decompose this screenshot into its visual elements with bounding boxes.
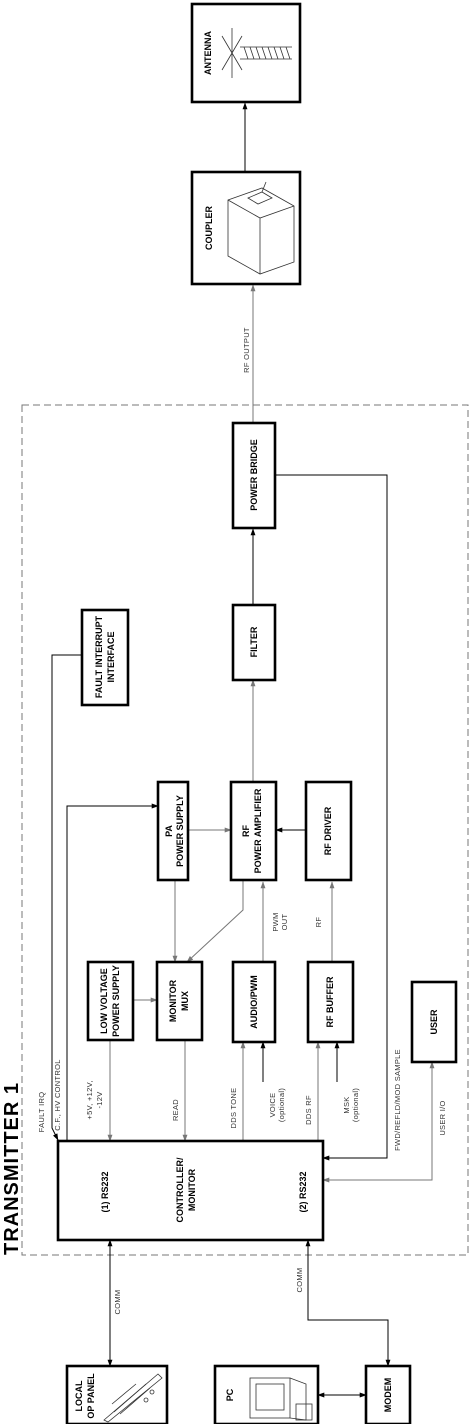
power-bridge-label: POWER BRIDGE (249, 439, 259, 511)
pwm-out-label-1: PWM (271, 912, 280, 931)
pc-block (213, 1364, 320, 1424)
voice-label-1: VOICE (268, 1093, 277, 1118)
antenna-icon (221, 28, 292, 78)
fault-irq-label: FAULT IRQ (37, 1092, 46, 1133)
power-bridge-block (231, 421, 277, 530)
fwd-refld-label: FWD/REFLD/MOD SAMPLE (393, 1049, 402, 1151)
controller-monitor-block (56, 1139, 325, 1242)
antenna-label: ANTENNA (203, 31, 213, 75)
hv-control-wire (66, 803, 159, 1143)
pa-power-supply-block (156, 780, 190, 882)
coupler-label: COUPLER (204, 206, 214, 251)
supply-label-2: -12V (95, 1091, 104, 1108)
read-label: READ (171, 1099, 180, 1121)
rf-power-amplifier-block (229, 780, 278, 882)
rf-output-label: RF OUTPUT (242, 327, 251, 373)
rs232-port-1-label: (1) RS232 (100, 1171, 110, 1212)
controller-label-1: CONTROLLER/ (175, 1157, 185, 1222)
fault-interrupt-block (80, 608, 130, 707)
user-io-label: USER I/O (438, 1100, 447, 1135)
cf-hv-control-label: C.F., HV CONTROL (53, 1059, 62, 1130)
local-op-panel-label-1: LOCAL (74, 1380, 84, 1411)
pc-icon (249, 1377, 313, 1421)
rf-driver-block (304, 780, 353, 882)
user-io-wire (322, 1061, 435, 1183)
pa-power-supply-label-1: PA (164, 825, 174, 837)
dds-rf-label: DDS RF (304, 1095, 313, 1125)
pwm-out-label-2: OUT (280, 914, 289, 931)
fault-interrupt-label-1: FAULT INTERRUPT (94, 615, 104, 698)
audio-pwm-block (231, 960, 277, 1044)
comm-2-label: COMM (295, 1268, 304, 1293)
audio-pwm-label: AUDIO/PWM (249, 975, 259, 1029)
fault-interrupt-label-2: INTERFACE (106, 631, 116, 682)
low-voltage-block (86, 960, 135, 1042)
modem-label: MODEM (383, 1378, 393, 1413)
comm-2-wire (305, 1239, 391, 1367)
modem-block (364, 1364, 412, 1424)
transmitter-title: TRANSMITTER 1 (1, 1082, 23, 1255)
msk-label-2: (optional) (351, 1088, 360, 1122)
user-block (410, 980, 458, 1064)
low-voltage-label-1: LOW VOLTAGE (99, 968, 109, 1034)
op-panel-icon (103, 1373, 163, 1423)
transmitter-boundary (21, 404, 469, 1256)
rf-power-amplifier-label-1: RF (241, 825, 251, 837)
amp-to-mux-wire (186, 880, 244, 963)
filter-label: FILTER (249, 626, 259, 657)
comm-1-label: COMM (113, 1290, 122, 1315)
supply-label-1: +5V, +12V, (85, 1080, 94, 1119)
rf-signal-label: RF (314, 917, 323, 928)
coupler-block (190, 170, 302, 286)
fault-irq-wire (51, 654, 82, 1141)
monitor-mux-label-1: MONITOR (168, 979, 178, 1022)
monitor-mux-label-2: MUX (180, 991, 190, 1011)
pc-label: PC (225, 1388, 235, 1401)
monitor-mux-block (155, 960, 204, 1042)
coupler-icon (227, 181, 295, 275)
low-voltage-label-2: POWER SUPPLY (111, 965, 121, 1037)
local-op-panel-label-2: OP PANEL (86, 1373, 96, 1419)
user-label: USER (429, 1009, 439, 1035)
msk-label-1: MSK (342, 1096, 351, 1113)
controller-label-2: MONITOR (187, 1168, 197, 1211)
rf-power-amplifier-label-2: POWER AMPLIFIER (253, 788, 263, 873)
pa-power-supply-label-2: POWER SUPPLY (175, 795, 185, 867)
rf-buffer-label: RF BUFFER (325, 976, 335, 1027)
rf-buffer-block (306, 960, 355, 1044)
voice-label-2: (optional) (277, 1088, 286, 1122)
rs232-port-2-label: (2) RS232 (298, 1171, 308, 1212)
rf-driver-label: RF DRIVER (323, 806, 333, 855)
dds-tone-label: DDS TONE (229, 1088, 238, 1129)
filter-block (231, 603, 277, 682)
